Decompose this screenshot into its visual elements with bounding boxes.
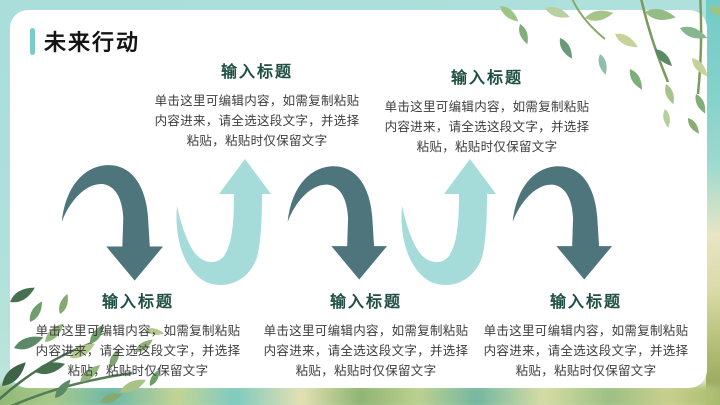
block-body: 单击这里可编辑内容，如需复制粘贴内容进来，请全选这段文字，并选择粘贴，粘贴时仅保…: [154, 94, 360, 148]
text-block-bottom-3: 输入标题 单击这里可编辑内容，如需复制粘贴内容进来，请全选这段文字，并选择粘贴，…: [483, 288, 689, 381]
curved-arrow-up-icon: [176, 159, 271, 285]
slide-title-block: 未来行动: [30, 25, 140, 57]
curved-arrow-down-icon: [61, 165, 164, 281]
block-title: 输入标题: [450, 70, 523, 87]
curved-arrow-down-icon: [512, 166, 613, 280]
curved-arrow-up-icon: [401, 159, 496, 285]
block-title: 输入标题: [101, 294, 174, 311]
text-block-top-2: 输入标题 单击这里可编辑内容，如需复制粘贴内容进来，请全选这段文字，并选择粘贴，…: [381, 64, 593, 157]
block-body: 单击这里可编辑内容，如需复制粘贴内容进来，请全选这段文字，并选择粘贴，粘贴时仅保…: [483, 324, 689, 378]
text-block-top-1: 输入标题 单击这里可编辑内容，如需复制粘贴内容进来，请全选这段文字，并选择粘贴，…: [154, 58, 360, 151]
block-body: 单击这里可编辑内容，如需复制粘贴内容进来，请全选这段文字，并选择粘贴，粘贴时仅保…: [35, 324, 241, 378]
slide-title: 未来行动: [44, 30, 141, 55]
text-block-bottom-2: 输入标题 单击这里可编辑内容，如需复制粘贴内容进来，请全选这段文字，并选择粘贴，…: [263, 288, 469, 381]
curved-arrow-down-icon: [287, 166, 388, 280]
block-body: 单击这里可编辑内容，如需复制粘贴内容进来，请全选这段文字，并选择粘贴，粘贴时仅保…: [384, 100, 590, 154]
block-body: 单击这里可编辑内容，如需复制粘贴内容进来，请全选这段文字，并选择粘贴，粘贴时仅保…: [263, 324, 469, 378]
text-block-bottom-1: 输入标题 单击这里可编辑内容，如需复制粘贴内容进来，请全选这段文字，并选择粘贴，…: [35, 288, 241, 381]
background-right-edge: [706, 0, 720, 405]
block-title: 输入标题: [549, 294, 622, 311]
block-title: 输入标题: [220, 64, 293, 81]
background-foliage-band: [0, 385, 720, 405]
title-accent-bar: [30, 27, 35, 55]
block-title: 输入标题: [329, 294, 402, 311]
